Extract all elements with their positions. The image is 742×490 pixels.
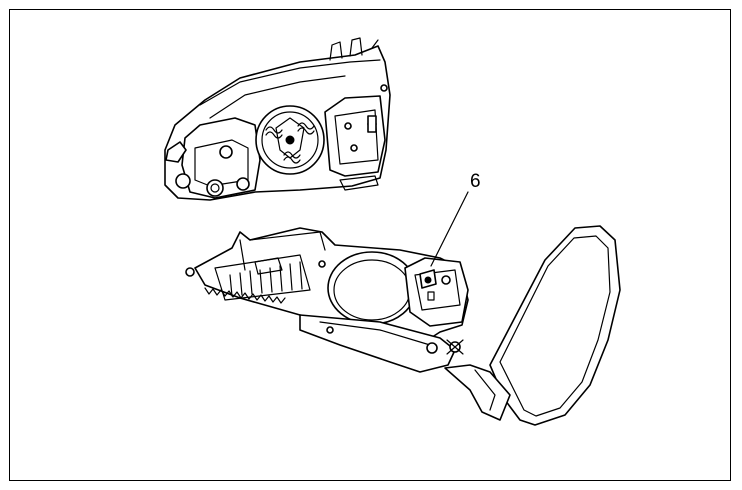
- opened-cover-part: [444, 225, 621, 426]
- clutch-housing: [185, 227, 469, 373]
- callout-label: 6: [470, 171, 481, 192]
- clutch-drum: [255, 105, 325, 175]
- engine-body: [164, 37, 391, 201]
- callout-6: 6: [430, 171, 481, 267]
- mounted-cover: [404, 257, 469, 327]
